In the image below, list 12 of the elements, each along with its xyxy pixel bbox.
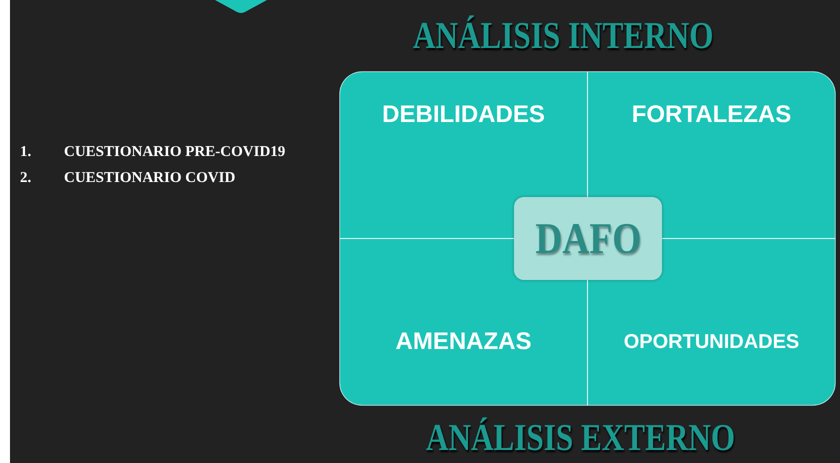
list-number: 1. [20,144,32,161]
center-box [514,197,662,280]
section-heading: ANÁLISIS EXTERNO [426,416,736,460]
center-title: DAFO [535,213,641,264]
quadrant-title: OPORTUNIDADES [624,330,800,354]
quadrant-title: DEBILIDADES [382,101,545,129]
list-item: CUESTIONARIO COVID [64,170,236,187]
quadrant-title: FORTALEZAS [632,101,792,129]
list-number: 2. [20,170,32,187]
section-heading: ANÁLISIS INTERNO [413,14,714,58]
list-item: CUESTIONARIO PRE-COVID19 [64,144,286,161]
quadrant-title: AMENAZAS [396,328,532,356]
